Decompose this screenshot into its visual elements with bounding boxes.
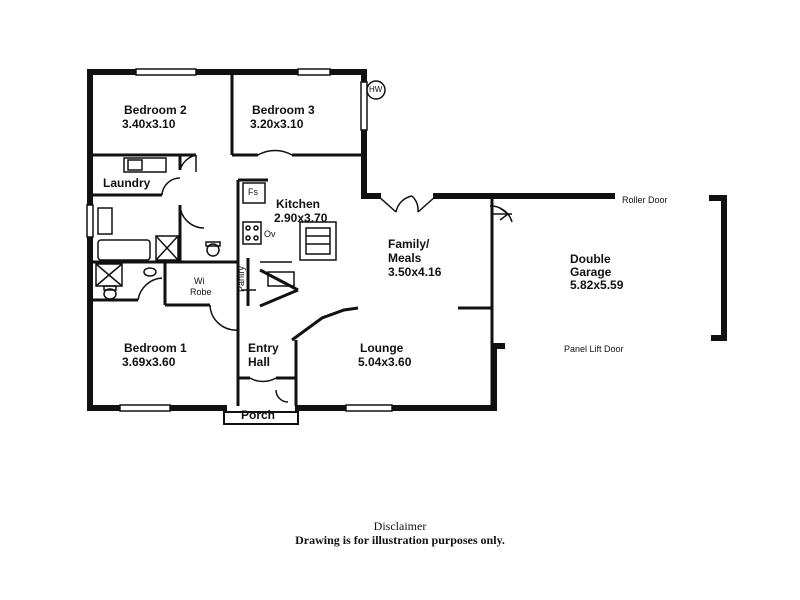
roller-door-label: Roller Door (622, 195, 668, 205)
lounge-size: 5.04x3.60 (358, 355, 412, 369)
cooktop (242, 221, 262, 245)
bathtub (97, 239, 151, 261)
wi-robe-name-2: Robe (190, 287, 212, 297)
family-name: Family/ (388, 237, 430, 251)
shower (155, 235, 179, 261)
laundry-tub (123, 157, 167, 173)
toilet-1 (103, 288, 117, 300)
garage-size: 5.82x5.59 (570, 278, 624, 292)
door-swings (137, 149, 513, 403)
disclaimer-title: Disclaimer (373, 519, 427, 533)
bedroom3-size: 3.20x3.10 (250, 117, 304, 131)
porch-outline (223, 408, 299, 425)
garage-name: Double (570, 252, 611, 266)
windows (86, 68, 393, 412)
kitchen-island (299, 221, 337, 261)
interior-walls (92, 74, 494, 408)
hot-water-label: HW (369, 85, 383, 94)
laundry-name: Laundry (103, 176, 151, 190)
fridge-label: Fs (248, 187, 258, 197)
bedroom1-size: 3.69x3.60 (122, 355, 176, 369)
porch-name: Porch (241, 408, 276, 422)
bedroom2-size: 3.40x3.10 (122, 117, 176, 131)
exterior-walls (87, 69, 727, 411)
fridge-space (242, 182, 266, 204)
bedroom3-name: Bedroom 3 (252, 103, 315, 117)
family-size: 3.50x4.16 (388, 265, 442, 279)
bedroom2-name: Bedroom 2 (124, 103, 187, 117)
family-name-2: Meals (388, 251, 422, 265)
panel-lift-door-label: Panel Lift Door (564, 344, 624, 354)
oven-label: Ov (264, 229, 276, 239)
garage-name-2: Garage (570, 265, 612, 279)
kitchen-size: 2.90x3.70 (274, 211, 328, 225)
pantry-name: Pantry (236, 265, 246, 292)
entry-name: Entry (248, 341, 279, 355)
disclaimer-text: Drawing is for illustration purposes onl… (295, 533, 505, 547)
toilet-2 (206, 243, 220, 257)
lounge-name: Lounge (360, 341, 404, 355)
wi-robe-name: Wi (194, 276, 205, 286)
hot-water-icon (366, 80, 386, 100)
bedroom1-name: Bedroom 1 (124, 341, 187, 355)
entry-name-2: Hall (248, 355, 271, 369)
basin (143, 267, 157, 277)
kitchen-name: Kitchen (276, 197, 321, 211)
fixtures (95, 157, 512, 300)
